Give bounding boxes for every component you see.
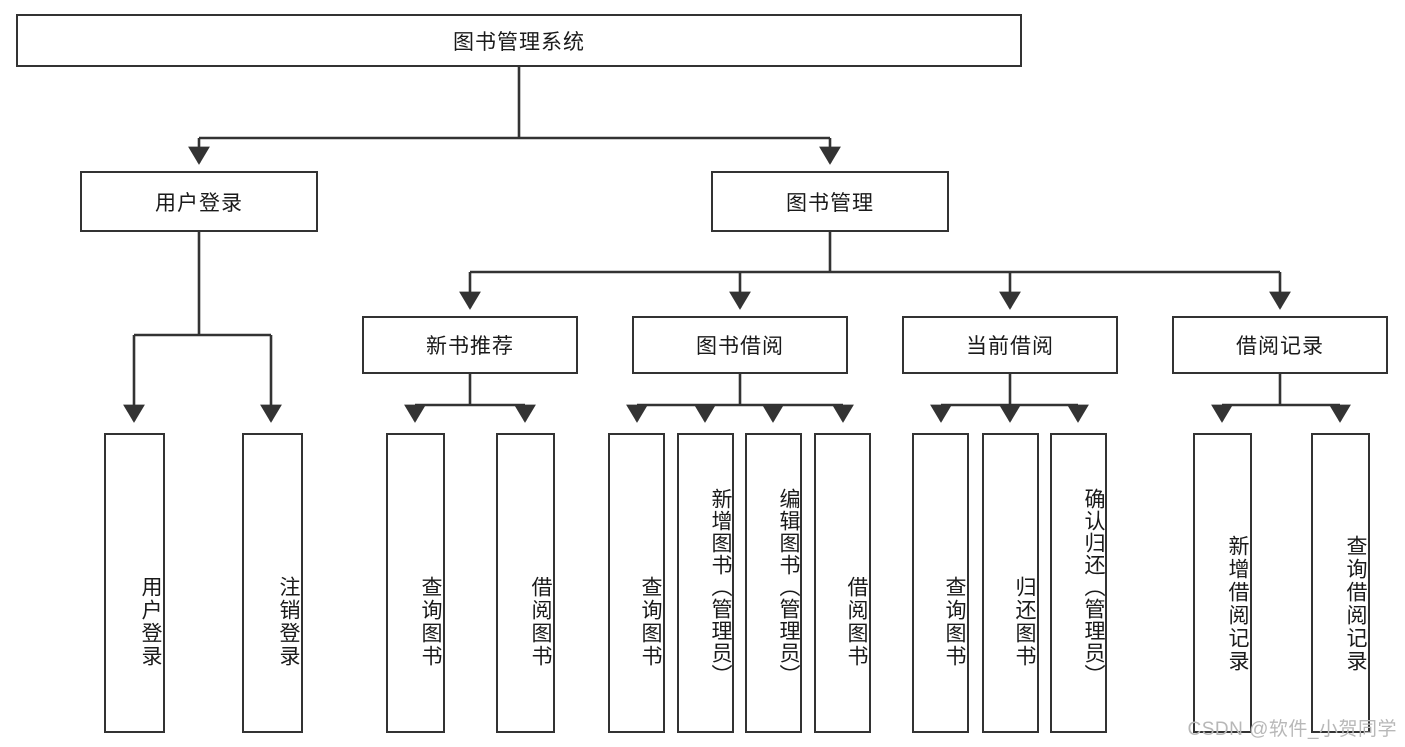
node-label: 借阅记录	[1236, 335, 1324, 358]
node-label: 查询图书	[639, 576, 662, 668]
node-label: 图书管理系统	[453, 30, 585, 54]
node-label: 借阅图书	[845, 576, 868, 668]
leaf-confirm-return-admin[interactable]: 确认归还（管理员）	[1050, 433, 1107, 733]
node-label: 查询图书	[419, 576, 442, 668]
node-label: 图书管理	[786, 191, 874, 215]
leaf-query-borrow-record[interactable]: 查询借阅记录	[1311, 433, 1370, 733]
node-label: 查询图书	[943, 576, 966, 668]
node-label: 借阅图书	[529, 576, 552, 668]
node-label: 确认归还（管理员）	[1082, 488, 1105, 686]
node-current-borrow[interactable]: 当前借阅	[902, 316, 1118, 374]
leaf-edit-book-admin[interactable]: 编辑图书（管理员）	[745, 433, 802, 733]
node-label: 用户登录	[155, 191, 243, 215]
node-book-management[interactable]: 图书管理	[711, 171, 949, 232]
node-label: 图书借阅	[696, 335, 784, 358]
leaf-logout-login[interactable]: 注销登录	[242, 433, 303, 733]
node-label: 新增借阅记录	[1226, 535, 1249, 673]
node-user-login[interactable]: 用户登录	[80, 171, 318, 232]
node-label: 编辑图书（管理员）	[777, 488, 800, 686]
node-root-book-management-system[interactable]: 图书管理系统	[16, 14, 1022, 67]
leaf-query-book-current[interactable]: 查询图书	[912, 433, 969, 733]
node-label: 注销登录	[277, 576, 300, 668]
node-new-book-recommend[interactable]: 新书推荐	[362, 316, 578, 374]
leaf-return-book[interactable]: 归还图书	[982, 433, 1039, 733]
node-label: 当前借阅	[966, 335, 1054, 358]
leaf-borrow-book-borrow[interactable]: 借阅图书	[814, 433, 871, 733]
leaf-borrow-book-recommend[interactable]: 借阅图书	[496, 433, 555, 733]
leaf-add-book-admin[interactable]: 新增图书（管理员）	[677, 433, 734, 733]
node-label: 用户登录	[139, 576, 162, 668]
node-label: 归还图书	[1013, 576, 1036, 668]
node-label: 新书推荐	[426, 335, 514, 358]
leaf-query-book-borrow[interactable]: 查询图书	[608, 433, 665, 733]
node-borrow-record[interactable]: 借阅记录	[1172, 316, 1388, 374]
node-book-borrow[interactable]: 图书借阅	[632, 316, 848, 374]
node-label: 查询借阅记录	[1344, 535, 1367, 673]
leaf-user-login[interactable]: 用户登录	[104, 433, 165, 733]
node-label: 新增图书（管理员）	[709, 488, 732, 686]
leaf-add-borrow-record[interactable]: 新增借阅记录	[1193, 433, 1252, 733]
leaf-query-book-recommend[interactable]: 查询图书	[386, 433, 445, 733]
